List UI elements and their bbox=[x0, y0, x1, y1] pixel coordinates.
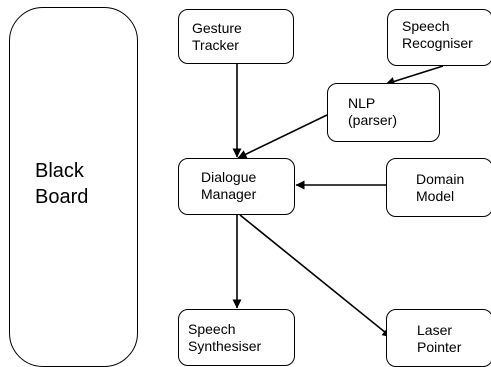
gesture-tracker-node: Gesture Tracker bbox=[178, 9, 294, 64]
nlp-parser-node: NLP (parser) bbox=[327, 83, 440, 142]
laser-pointer-label-line-2: Pointer bbox=[417, 339, 462, 355]
domain-model-label-line-2: Model bbox=[416, 188, 455, 204]
speech-recogniser-label-line-1: Speech bbox=[402, 18, 450, 34]
speech-recogniser-label: Speech Recogniser bbox=[402, 18, 473, 52]
speech-recogniser-node: Speech Recogniser bbox=[387, 9, 491, 66]
gesture-tracker-label-line-1: Gesture bbox=[192, 20, 242, 36]
laser-pointer-label: Laser Pointer bbox=[417, 322, 461, 356]
edge-dialogue-to-laser-pointer bbox=[239, 214, 392, 338]
domain-model-node: Domain Model bbox=[386, 158, 491, 217]
gesture-tracker-label: Gesture Tracker bbox=[192, 20, 242, 54]
edge-nlp-to-dialogue bbox=[237, 114, 328, 159]
dialogue-manager-node: Dialogue Manager bbox=[178, 158, 295, 215]
speech-synthesiser-label-line-2: Synthesiser bbox=[188, 338, 262, 354]
domain-model-label: Domain Model bbox=[416, 171, 464, 205]
gesture-tracker-label-line-2: Tracker bbox=[192, 37, 239, 53]
speech-synthesiser-label-line-1: Speech bbox=[188, 321, 236, 337]
blackboard-node: Black Board bbox=[9, 7, 138, 367]
speech-synthesiser-label: Speech Synthesiser bbox=[188, 321, 261, 355]
nlp-parser-label: NLP (parser) bbox=[348, 95, 397, 129]
blackboard-label: Black Board bbox=[35, 158, 88, 210]
laser-pointer-node: Laser Pointer bbox=[386, 309, 491, 367]
dialogue-manager-label-line-1: Dialogue bbox=[201, 169, 257, 185]
nlp-parser-label-line-1: NLP bbox=[348, 95, 376, 111]
speech-synthesiser-node: Speech Synthesiser bbox=[178, 309, 295, 366]
speech-recogniser-label-line-2: Recogniser bbox=[402, 35, 473, 51]
nlp-parser-label-line-2: (parser) bbox=[348, 112, 398, 128]
blackboard-label-line-2: Board bbox=[35, 186, 89, 208]
domain-model-label-line-1: Domain bbox=[416, 171, 465, 187]
dialogue-manager-label-line-2: Manager bbox=[201, 186, 257, 202]
dialogue-manager-label: Dialogue Manager bbox=[201, 169, 256, 203]
blackboard-label-line-1: Black bbox=[35, 160, 84, 182]
laser-pointer-label-line-1: Laser bbox=[417, 322, 453, 338]
edge-speech-recogniser-to-nlp bbox=[385, 65, 444, 86]
